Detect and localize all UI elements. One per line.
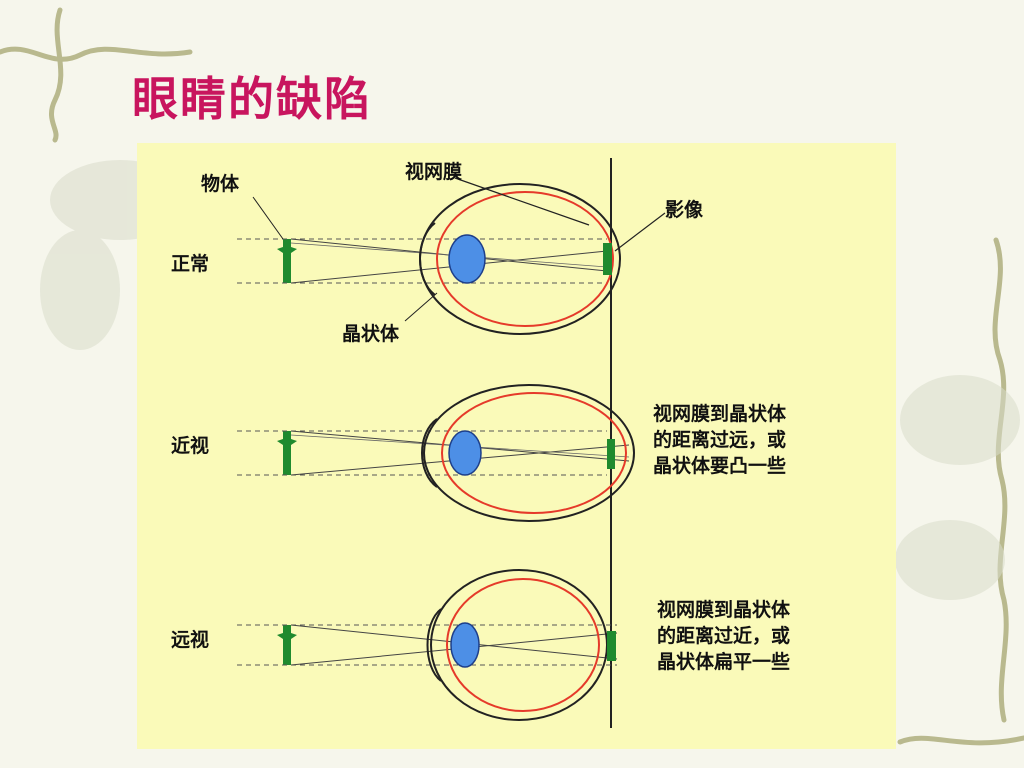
label-retina: 视网膜 — [405, 161, 463, 183]
object-marker-myopia — [277, 431, 297, 475]
retina-myopia — [441, 392, 627, 514]
note-hyperopia: 视网膜到晶状体 的距离过近，或 晶状体扁平一些 — [657, 597, 790, 675]
slide-title: 眼睛的缺陷 — [132, 72, 372, 126]
myopia-eye — [237, 384, 635, 522]
object-marker-hyperopia — [277, 625, 297, 665]
label-image: 影像 — [665, 199, 704, 221]
image-marker-myopia — [607, 439, 615, 469]
note-hyperopia-line: 视网膜到晶状体 — [657, 599, 791, 621]
retina-normal — [436, 191, 614, 327]
image-marker-normal — [603, 243, 612, 275]
eye-diagram-drawing — [237, 158, 666, 728]
note-hyperopia-line: 的距离过近，或 — [657, 625, 791, 647]
label-hyperopia: 远视 — [171, 629, 210, 651]
object-marker-normal — [277, 239, 297, 283]
lens-myopia — [448, 430, 482, 476]
label-object: 物体 — [201, 173, 240, 195]
image-marker-hyperopia — [607, 631, 616, 661]
note-myopia-line: 晶状体要凸一些 — [653, 455, 787, 477]
note-myopia: 视网膜到晶状体 的距离过远，或 晶状体要凸一些 — [653, 401, 786, 479]
label-myopia: 近视 — [171, 435, 210, 457]
lens-hyperopia — [450, 622, 480, 668]
label-normal: 正常 — [171, 253, 210, 275]
eye-defects-diagram: 物体 视网膜 影像 正常 晶状体 近视 远视 视网膜到晶状体 的距离过远，或 晶… — [137, 143, 896, 749]
retina-hyperopia — [446, 578, 600, 712]
note-hyperopia-line: 晶状体扁平一些 — [657, 651, 791, 673]
note-myopia-line: 视网膜到晶状体 — [653, 403, 787, 425]
label-lens: 晶状体 — [342, 323, 400, 345]
normal-eye — [237, 177, 666, 335]
lens-normal — [448, 234, 486, 284]
note-myopia-line: 的距离过远，或 — [653, 429, 787, 451]
hyperopia-eye — [237, 569, 618, 721]
eyeball-outline-myopia — [423, 384, 635, 522]
